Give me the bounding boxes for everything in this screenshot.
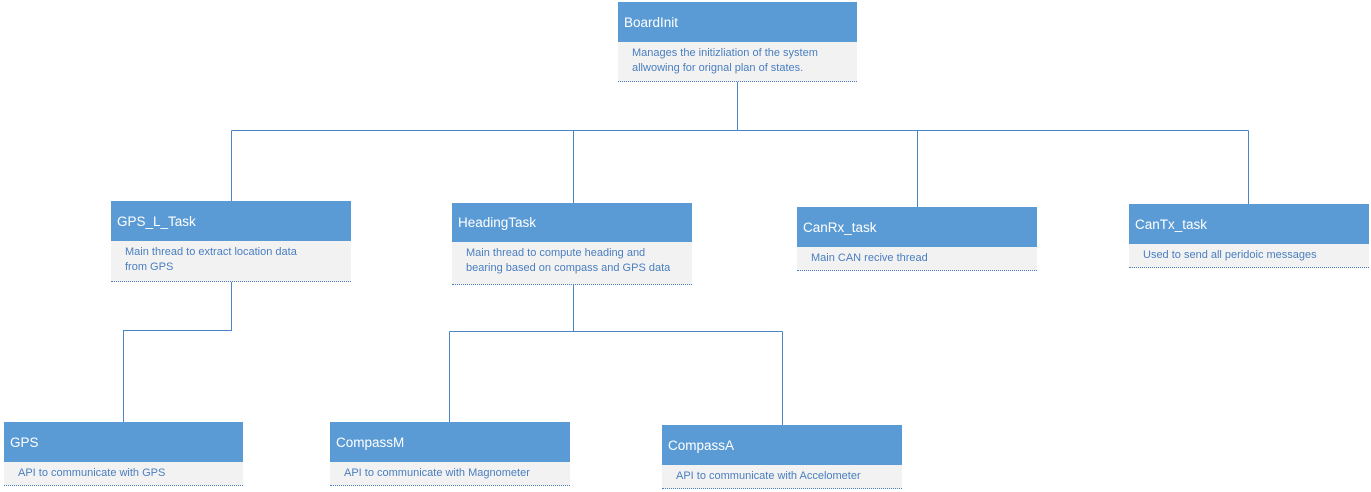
- node-cantx-task: CanTx_task Used to send all peridoic mes…: [1129, 204, 1369, 268]
- node-description-line: API to communicate with Magnometer: [344, 467, 530, 479]
- node-boardinit: BoardInit Manages the initizliation of t…: [618, 2, 857, 82]
- node-description: Main CAN recive thread: [797, 247, 1037, 271]
- node-description: Main thread to compute heading and beari…: [452, 242, 692, 285]
- node-compass-a: CompassA API to communicate with Accelom…: [662, 425, 902, 489]
- node-title-text: GPS_L_Task: [117, 213, 196, 229]
- node-description: API to communicate with GPS: [4, 462, 243, 486]
- node-description-line: Main thread to compute heading and: [466, 247, 646, 259]
- node-description-line: Main thread to extract location data: [125, 246, 297, 258]
- node-title-text: CompassA: [668, 437, 735, 453]
- node-title: GPS: [4, 422, 243, 462]
- node-title-text: CanRx_task: [803, 219, 877, 235]
- node-gps: GPS API to communicate with GPS: [4, 422, 243, 486]
- node-description-line: Used to send all peridoic messages: [1143, 249, 1317, 261]
- node-compass-m: CompassM API to communicate with Magnome…: [330, 422, 570, 486]
- node-title: CanTx_task: [1129, 204, 1369, 244]
- node-description: API to communicate with Accelometer: [662, 465, 902, 489]
- node-title-text: HeadingTask: [458, 215, 537, 230]
- node-description-line: Main CAN recive thread: [811, 252, 928, 264]
- node-title: CompassA: [662, 425, 902, 465]
- node-description-line: allwowing for orignal plan of states.: [632, 62, 804, 74]
- node-heading-task: HeadingTask Main thread to compute headi…: [452, 203, 692, 285]
- node-title-text: CanTx_task: [1135, 216, 1208, 232]
- node-gps-l-task: GPS_L_Task Main thread to extract locati…: [111, 201, 351, 282]
- node-description: API to communicate with Magnometer: [330, 462, 570, 486]
- node-description-line: API to communicate with GPS: [18, 467, 166, 479]
- node-title: GPS_L_Task: [111, 201, 351, 241]
- node-canrx-task: CanRx_task Main CAN recive thread: [797, 207, 1037, 271]
- node-title-text: BoardInit: [624, 14, 679, 30]
- node-title-text: CompassM: [336, 434, 405, 450]
- node-description-line: from GPS: [125, 261, 174, 273]
- node-title: CompassM: [330, 422, 570, 462]
- node-title-text: GPS: [10, 434, 39, 450]
- node-title: CanRx_task: [797, 207, 1037, 247]
- node-description: Manages the initizliation of the system …: [618, 42, 857, 82]
- node-description: Used to send all peridoic messages: [1129, 244, 1369, 268]
- node-title: BoardInit: [618, 2, 857, 42]
- node-description-line: Manages the initizliation of the system: [632, 47, 818, 59]
- node-description: Main thread to extract location data fro…: [111, 241, 351, 282]
- node-title: HeadingTask: [452, 203, 692, 242]
- node-description-line: bearing based on compass and GPS data: [466, 262, 671, 274]
- connector-gps-l-task-to-gps: [123, 282, 232, 422]
- node-description-line: API to communicate with Accelometer: [676, 470, 861, 482]
